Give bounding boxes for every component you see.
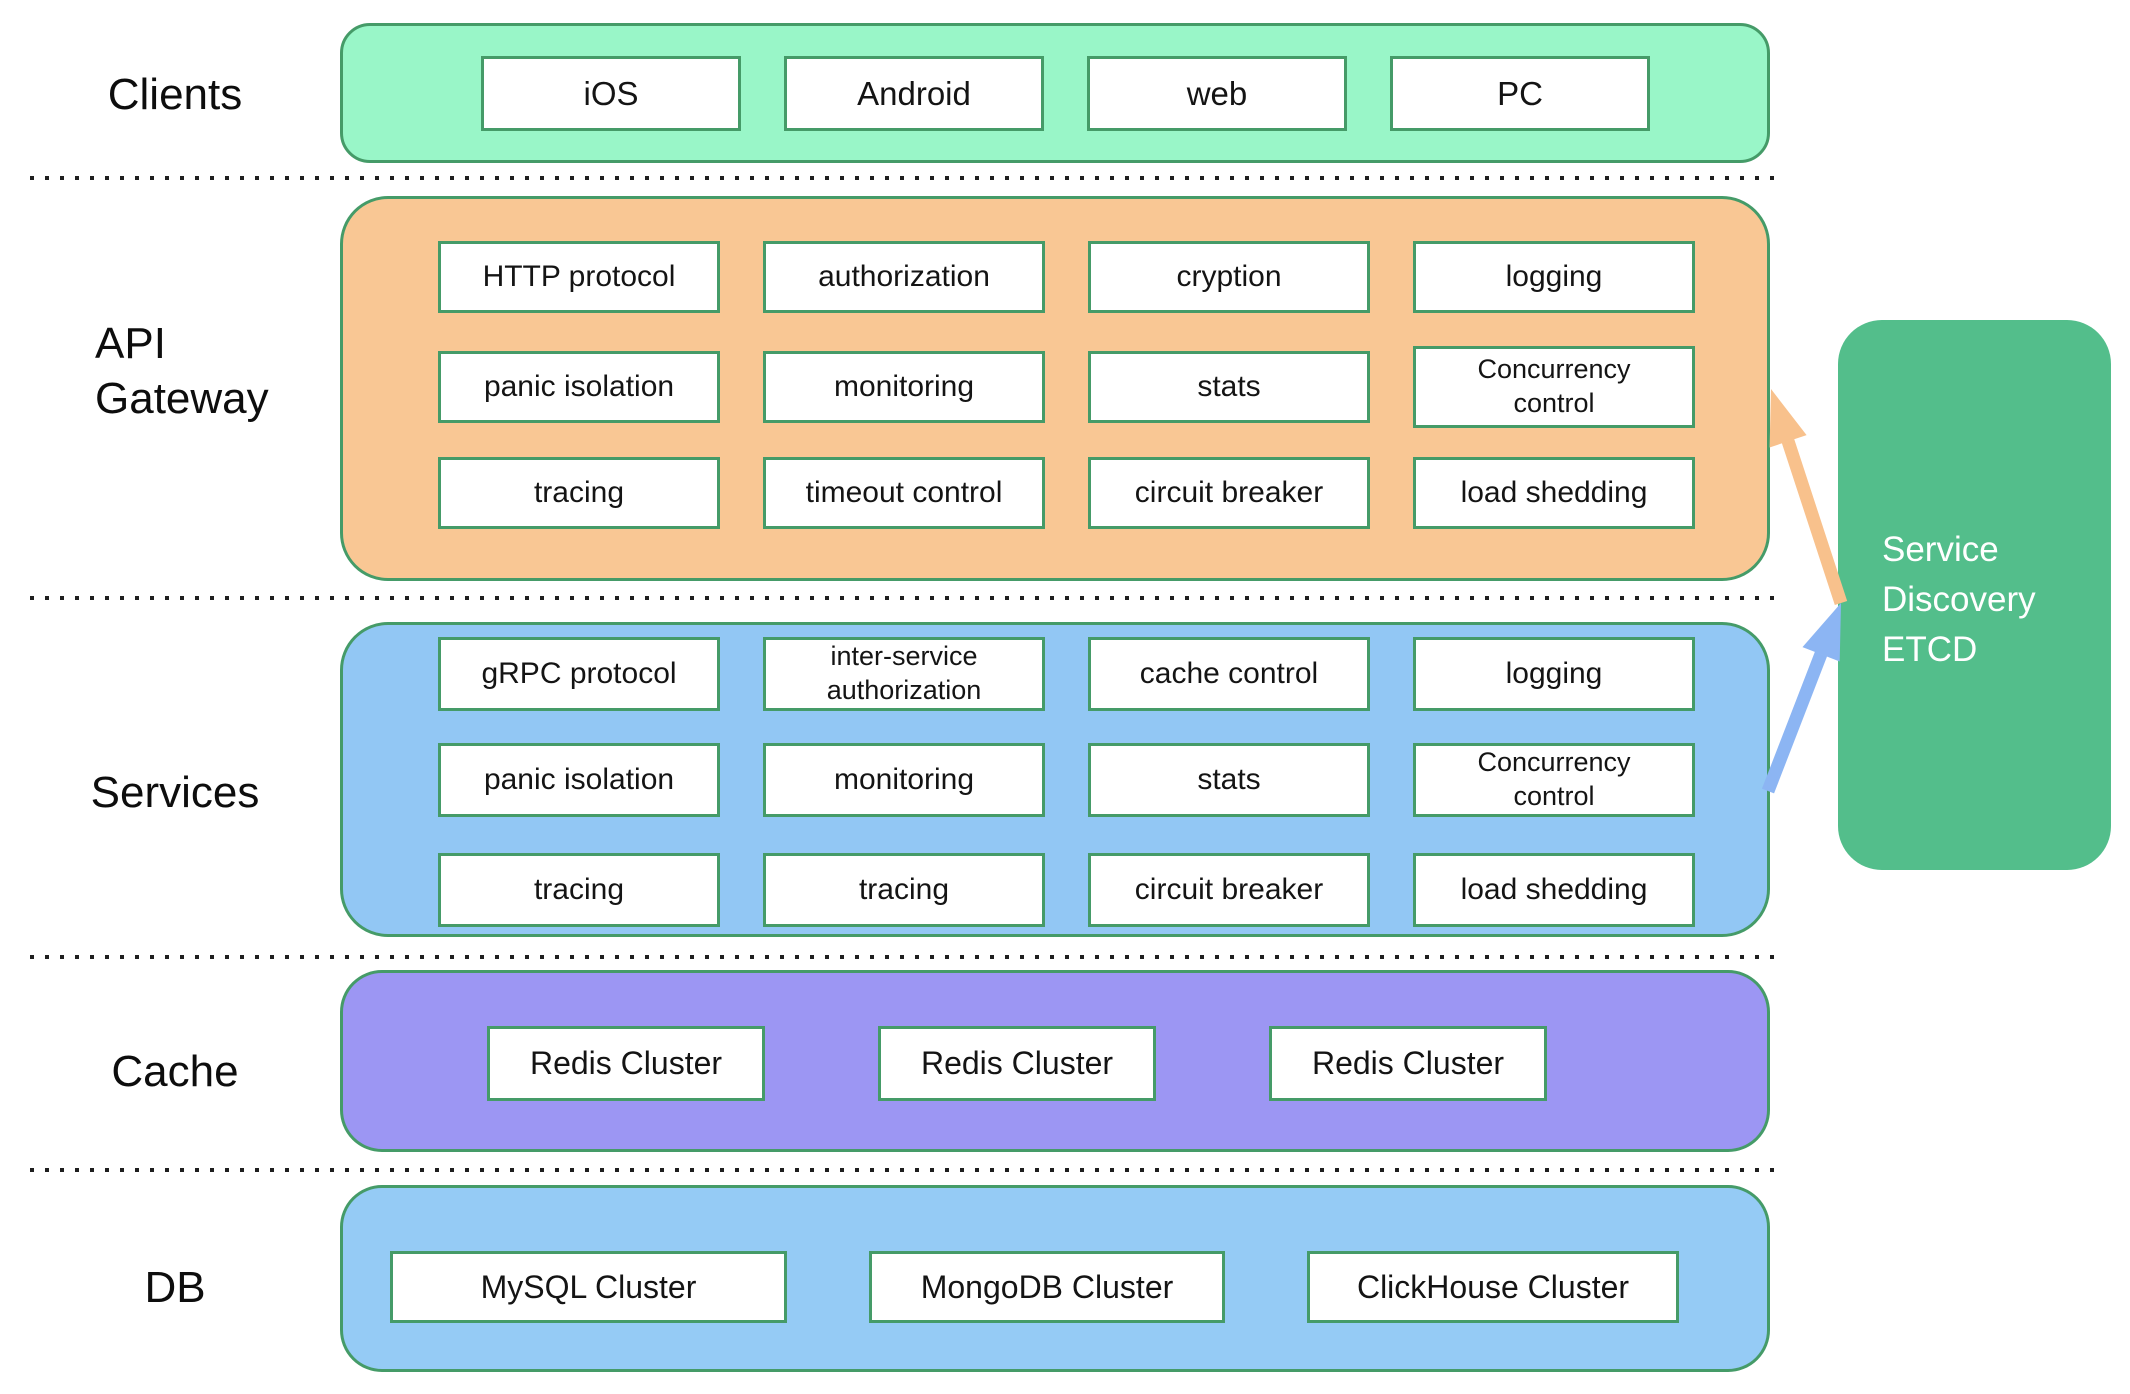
separator-clients-gateway (30, 176, 1778, 180)
redis-cluster-box: Redis Cluster (487, 1026, 765, 1101)
gateway-feature-box: logging (1413, 241, 1695, 313)
etcd-label-line2: Discovery (1882, 580, 2036, 619)
clickhouse-cluster-box: ClickHouse Cluster (1307, 1251, 1679, 1323)
services-row-1: gRPC protocol inter-service authorizatio… (438, 637, 1695, 711)
gateway-feature-box: circuit breaker (1088, 457, 1370, 529)
clients-layer-container: iOS Android web PC (340, 23, 1770, 163)
etcd-label-line3: ETCD (1882, 630, 1978, 669)
service-feature-box: Concurrency control (1413, 743, 1695, 817)
gateway-feature-box: monitoring (763, 351, 1045, 423)
gateway-row-3: tracing timeout control circuit breaker … (438, 457, 1695, 529)
services-to-etcd-arrow-shaft (1761, 651, 1828, 794)
gateway-feature-box: panic isolation (438, 351, 720, 423)
service-discovery-etcd-box: Service Discovery ETCD (1838, 320, 2111, 870)
mysql-cluster-box: MySQL Cluster (390, 1251, 787, 1323)
services-to-etcd-arrowhead-icon (1802, 603, 1841, 662)
services-row-3: tracing tracing circuit breaker load she… (438, 853, 1695, 927)
db-row: MySQL Cluster MongoDB Cluster ClickHouse… (390, 1251, 1679, 1323)
gateway-feature-box: authorization (763, 241, 1045, 313)
gateway-feature-box: timeout control (763, 457, 1045, 529)
client-box-web: web (1087, 56, 1347, 131)
client-box-pc: PC (1390, 56, 1650, 131)
separator-gateway-services (30, 596, 1778, 600)
cache-layer-label: Cache (111, 1047, 239, 1096)
redis-cluster-box: Redis Cluster (1269, 1026, 1547, 1101)
api-gateway-layer-container: HTTP protocol authorization cryption log… (340, 196, 1770, 581)
service-feature-box: inter-service authorization (763, 637, 1045, 711)
gateway-feature-box: stats (1088, 351, 1370, 423)
service-feature-box: tracing (763, 853, 1045, 927)
service-feature-box: panic isolation (438, 743, 720, 817)
cache-layer-container: Redis Cluster Redis Cluster Redis Cluste… (340, 970, 1770, 1152)
api-gateway-label-line1: API (95, 319, 166, 368)
clients-layer-label: Clients (107, 70, 243, 119)
etcd-label-line1: Service (1882, 530, 1999, 569)
service-feature-box: cache control (1088, 637, 1370, 711)
mongodb-cluster-box: MongoDB Cluster (869, 1251, 1225, 1323)
service-feature-box: logging (1413, 637, 1695, 711)
separator-services-cache (30, 955, 1778, 959)
gateway-row-1: HTTP protocol authorization cryption log… (438, 241, 1695, 313)
api-gateway-label-line2: Gateway (95, 374, 269, 423)
gateway-feature-box: load shedding (1413, 457, 1695, 529)
service-feature-box: monitoring (763, 743, 1045, 817)
cache-row: Redis Cluster Redis Cluster Redis Cluste… (487, 1026, 1547, 1101)
redis-cluster-box: Redis Cluster (878, 1026, 1156, 1101)
gateway-feature-box: tracing (438, 457, 720, 529)
separator-cache-db (30, 1168, 1778, 1172)
service-feature-box: circuit breaker (1088, 853, 1370, 927)
client-box-android: Android (784, 56, 1044, 131)
service-feature-box: gRPC protocol (438, 637, 720, 711)
services-layer-label: Services (90, 768, 260, 817)
service-feature-box: tracing (438, 853, 720, 927)
services-row-2: panic isolation monitoring stats Concurr… (438, 743, 1695, 817)
services-layer-container: gRPC protocol inter-service authorizatio… (340, 622, 1770, 937)
clients-row: iOS Android web PC (481, 56, 1650, 131)
service-feature-box: stats (1088, 743, 1370, 817)
service-feature-box: load shedding (1413, 853, 1695, 927)
db-layer-label: DB (144, 1263, 206, 1312)
gateway-feature-box: Concurrency control (1413, 346, 1695, 428)
client-box-ios: iOS (481, 56, 741, 131)
gateway-feature-box: cryption (1088, 241, 1370, 313)
db-layer-container: MySQL Cluster MongoDB Cluster ClickHouse… (340, 1185, 1770, 1372)
gateway-row-2: panic isolation monitoring stats Concurr… (438, 346, 1695, 428)
etcd-to-gateway-arrow-shaft (1781, 438, 1848, 606)
api-gateway-layer-label: API Gateway (95, 316, 425, 426)
gateway-feature-box: HTTP protocol (438, 241, 720, 313)
etcd-to-gateway-arrowhead-icon (1769, 389, 1807, 448)
